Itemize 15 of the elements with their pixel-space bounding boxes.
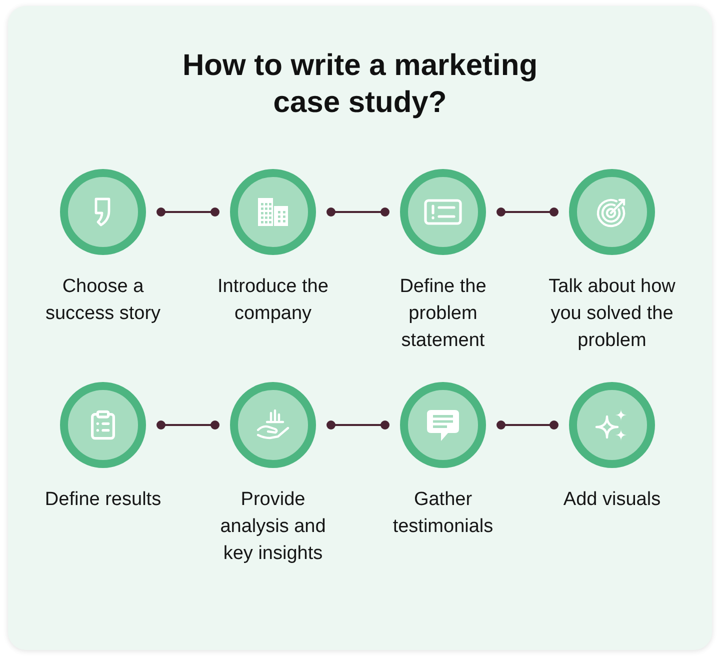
step-caption: Define the problem statement bbox=[398, 275, 488, 353]
connector bbox=[156, 208, 220, 216]
step-caption: Add visuals bbox=[563, 488, 661, 512]
connector bbox=[496, 420, 558, 430]
step-caption: Gather testimonials bbox=[392, 488, 494, 539]
connector bbox=[326, 420, 390, 430]
connector bbox=[156, 420, 220, 430]
title: How to write a marketing case study? bbox=[181, 48, 539, 121]
connector bbox=[326, 208, 390, 216]
step-caption: Choose a success story bbox=[44, 275, 162, 326]
step-caption: Talk about how you solved the problem bbox=[548, 275, 676, 353]
step-caption: Provide analysis and key insights bbox=[219, 488, 327, 566]
step-caption: Introduce the company bbox=[216, 275, 330, 326]
step-caption: Define results bbox=[44, 488, 162, 512]
connector bbox=[496, 208, 558, 216]
